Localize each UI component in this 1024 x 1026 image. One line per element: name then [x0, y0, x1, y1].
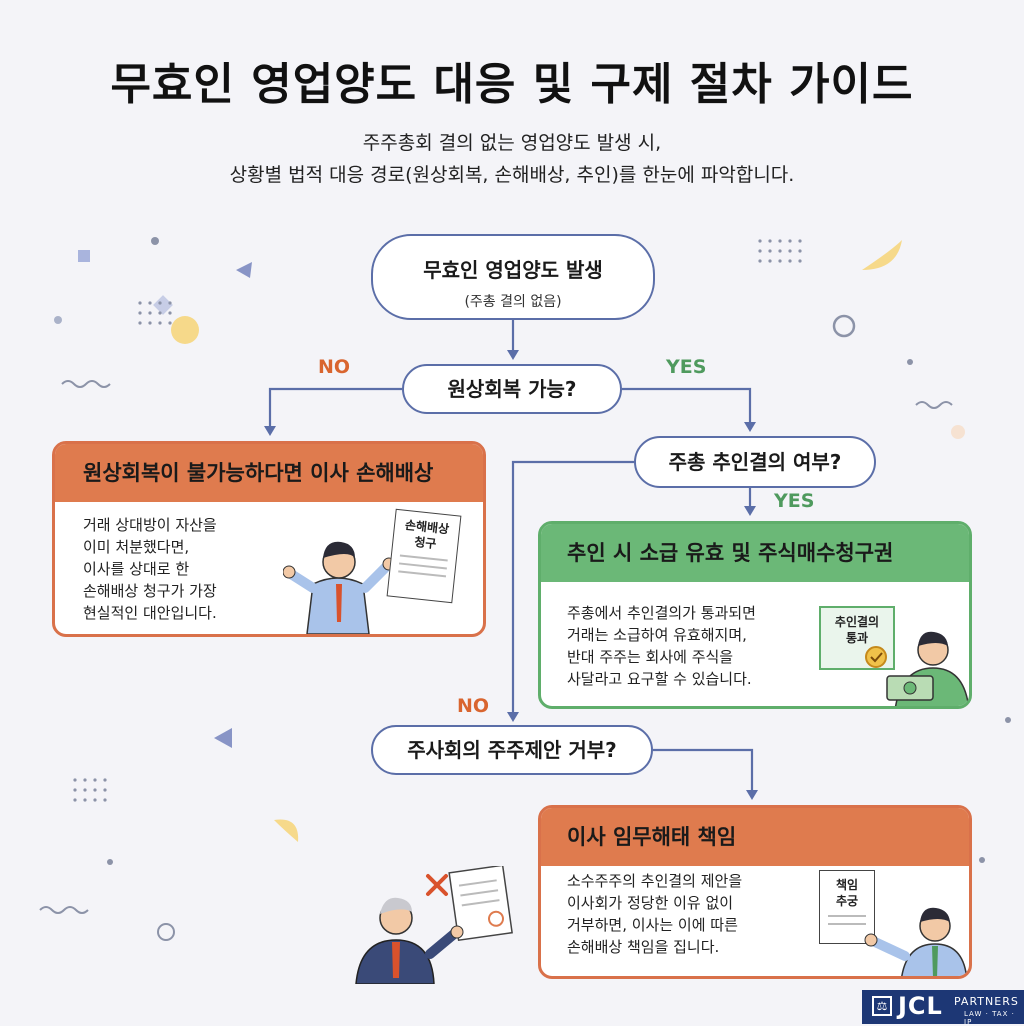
subtitle-line-2: 상황별 법적 대응 경로(원상회복, 손해배상, 추인)를 한눈에 파악합니다.	[229, 164, 795, 186]
start-node-sublabel: (주총 결의 없음)	[464, 294, 562, 310]
body-line: 주총에서 추인결의가 통과되면	[567, 604, 756, 622]
ratification-card-body: 주총에서 추인결의가 통과되면 거래는 소급하여 유효해지며, 반대 주주는 회…	[567, 602, 807, 690]
approval-seal-icon	[865, 646, 887, 668]
negligence-card-body: 소수주주의 추인결의 제안을 이사회가 정당한 이유 없이 거부하면, 이사는 …	[567, 870, 807, 958]
damages-card: 원상회복이 불가능하다면 이사 손해배상 거래 상대방이 자산을 이미 처분했다…	[52, 441, 486, 637]
body-line: 손해배상 청구가 가장	[83, 582, 217, 600]
body-line: 이사를 상대로 한	[83, 560, 190, 578]
body-line: 소수주주의 추인결의 제안을	[567, 872, 743, 890]
logo-tagline: LAW · TAX · IP	[964, 1010, 1015, 1026]
body-line: 거래 상대방이 자산을	[83, 516, 217, 534]
no-label-2: NO	[457, 695, 490, 717]
doc-label: 추인결의	[834, 615, 880, 629]
logo-mark-icon: ⚖	[872, 996, 892, 1016]
liability-document-icon: 책임 추궁	[819, 870, 875, 944]
ratification-card-title: 추인 시 소급 유효 및 주식매수청구권	[541, 524, 969, 582]
ratification-card: 추인 시 소급 유효 및 주식매수청구권 주총에서 추인결의가 통과되면 거래는…	[538, 521, 972, 709]
decision-restoration: 원상회복 가능?	[402, 364, 622, 414]
jcl-partners-logo: ⚖ JCL PARTNERS LAW · TAX · IP	[862, 990, 1024, 1026]
logo-partners: PARTNERS	[954, 995, 1019, 1008]
businessman-with-money-icon	[886, 631, 969, 706]
negligence-card-title: 이사 임무해태 책임	[541, 808, 969, 866]
decision-proposal-rejection: 주사회의 주주제안 거부?	[371, 725, 653, 775]
start-node: 무효인 영업양도 발생 (주총 결의 없음)	[371, 234, 655, 320]
businessman-icon	[864, 907, 968, 976]
page-title: 무효인 영업양도 대응 및 구제 절차 가이드	[110, 59, 914, 110]
negligence-card: 이사 임무해태 책임 소수주주의 추인결의 제안을 이사회가 정당한 이유 없이…	[538, 805, 972, 979]
body-line: 손해배상 책임을 집니다.	[567, 938, 720, 956]
body-line: 거부하면, 이사는 이에 따른	[567, 916, 738, 934]
body-line: 거래는 소급하여 유효해지며,	[567, 626, 747, 644]
body-line: 현실적인 대안입니다.	[83, 604, 217, 622]
doc-label: 책임	[835, 878, 859, 892]
body-line: 이미 처분했다면,	[83, 538, 190, 556]
start-node-label: 무효인 영업양도 발생	[423, 258, 603, 282]
logo-name: JCL	[898, 992, 943, 1020]
yes-label-1: YES	[666, 356, 707, 378]
body-line: 이사회가 정당한 이유 없이	[567, 894, 734, 912]
damages-card-title: 원상회복이 불가능하다면 이사 손해배상	[55, 444, 483, 502]
claim-document-icon: 손해배상 청구	[386, 508, 462, 604]
damages-card-body: 거래 상대방이 자산을 이미 처분했다면, 이사를 상대로 한 손해배상 청구가…	[83, 514, 283, 624]
no-label-1: NO	[318, 356, 351, 378]
doc-label: 통과	[845, 631, 869, 645]
body-line: 반대 주주는 회사에 주식을	[567, 648, 734, 666]
doc-label: 추궁	[835, 894, 859, 908]
rejected-document-icon	[426, 866, 513, 942]
executive-rejecting-icon	[355, 897, 464, 984]
decision-ratification: 주총 추인결의 여부?	[634, 436, 876, 488]
businessman-pointing-icon	[283, 541, 393, 634]
body-line: 사달라고 요구할 수 있습니다.	[567, 670, 752, 688]
yes-label-2: YES	[774, 490, 815, 512]
subtitle-line-1: 주주총회 결의 없는 영업양도 발생 시,	[362, 132, 662, 154]
